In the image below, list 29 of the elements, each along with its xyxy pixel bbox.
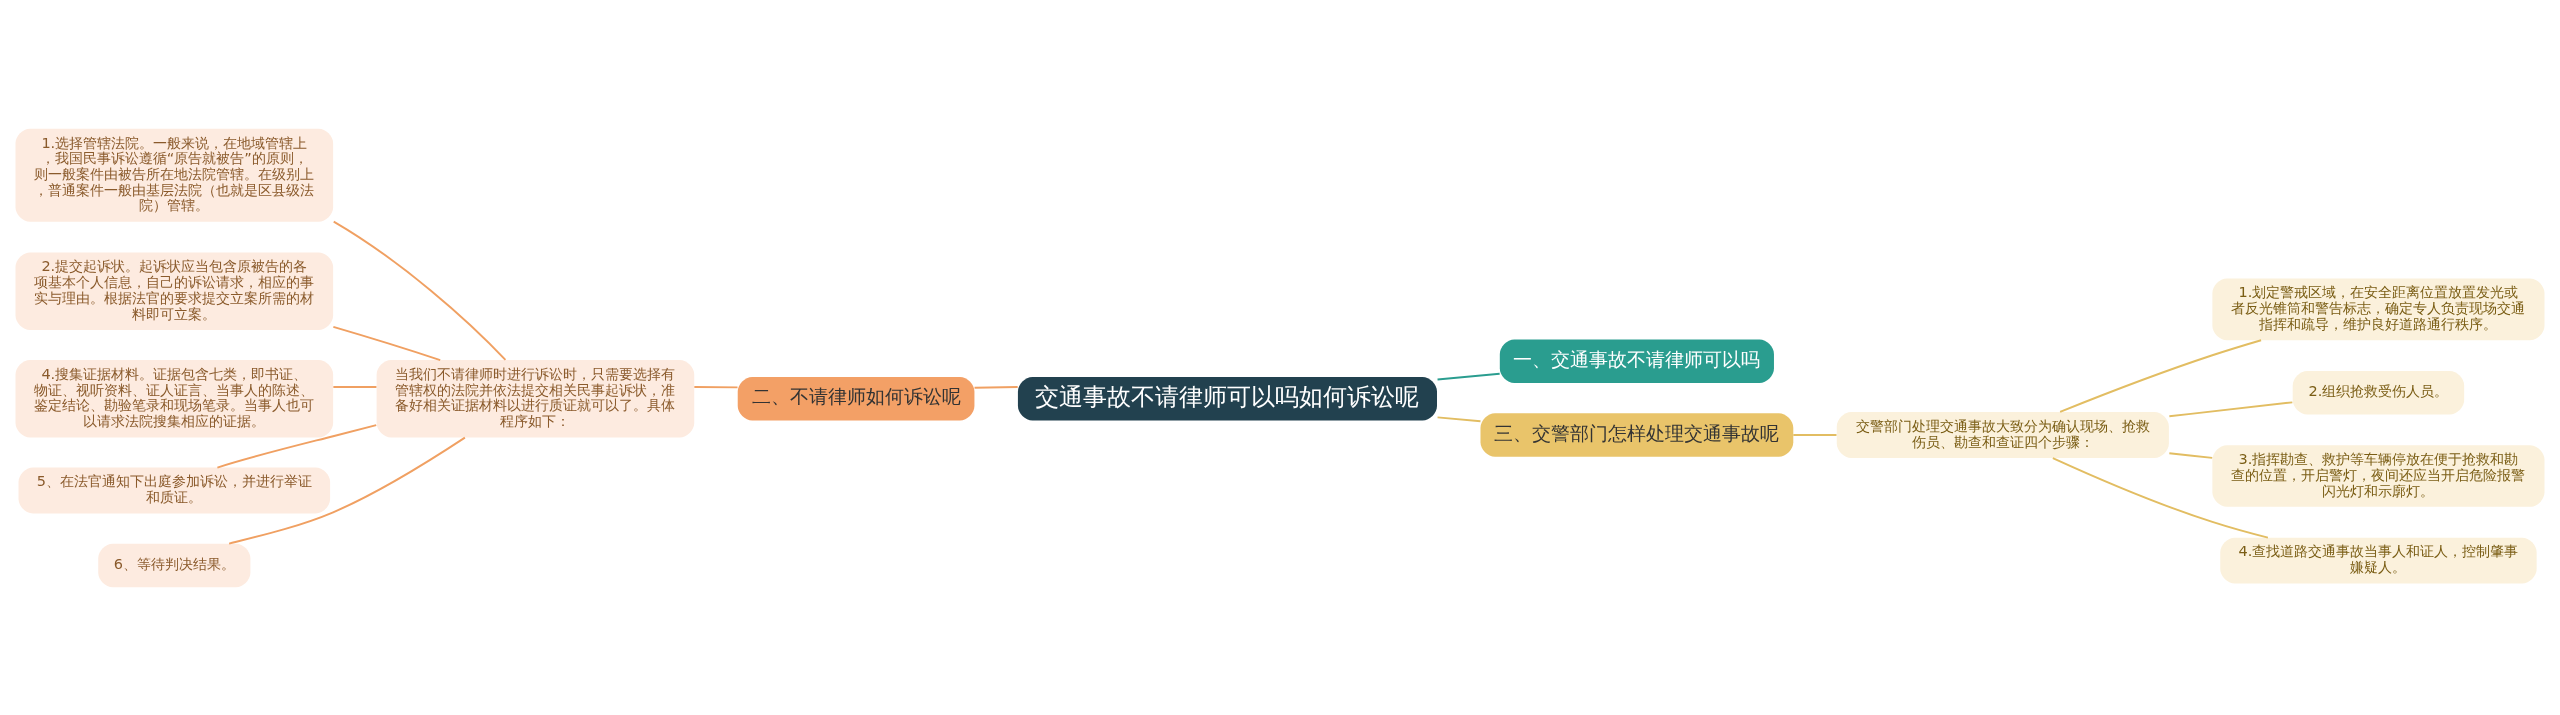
connector: [2059, 338, 2263, 413]
connector: [2051, 456, 2269, 539]
connector: [2168, 400, 2294, 417]
connector: [1436, 415, 1482, 422]
connector: [216, 423, 378, 469]
node-box: 5、在法官通知下出庭参加诉讼，并进行举证和质证。: [18, 467, 331, 513]
node-box: 当我们不请律师时进行诉讼时，只需要选择有管辖权的法院并依法提交相关民事起诉状，准备好相关证据材料以进行质证就可以了。具体程序如下：: [376, 359, 695, 437]
node-box: 3.指挥勘查、救护等车辆停放在便于抢救和勘查的位置，开启警灯，夜间还应当开启危险报警闪光灯和示廓灯。: [2212, 444, 2545, 507]
connector: [332, 325, 442, 361]
node-box: 1.划定警戒区域，在安全距离位置放置发光或者反光锥筒和警告标志，确定专人负责现场交通指挥和疏导，维护良好道路通行秩序。: [2212, 278, 2545, 340]
node-box: 三、交警部门怎样处理交通事故呢: [1480, 412, 1794, 457]
connector: [228, 436, 466, 545]
connector: [1792, 433, 1838, 436]
node-box: 2.组织抢救受伤人员。: [2292, 370, 2465, 414]
node-box: 交警部门处理交通事故大致分为确认现场、抢救伤员、勘查和查证四个步骤：: [1836, 411, 2169, 458]
node-box: 二、不请律师如何诉讼呢: [737, 376, 975, 420]
node-box: 4.查找道路交通事故当事人和证人，控制肇事嫌疑人。: [2220, 537, 2537, 584]
node-box: 交通事故不请律师可以吗如何诉讼呢: [1017, 376, 1437, 420]
connector: [2168, 451, 2214, 459]
connector: [1436, 372, 1501, 380]
connector: [693, 385, 739, 388]
node-box: 一、交通事故不请律师可以吗: [1499, 339, 1774, 383]
node-box: 6、等待判决结果。: [98, 543, 251, 587]
connector: [332, 385, 378, 388]
connector: [332, 220, 507, 361]
node-box: 4.搜集证据材料。证据包含七类，即书证、物证、视听资料、证人证言、当事人的陈述、鉴定结论、勘验笔录和现场笔录。当事人也可以请求法院搜集相应的证据。: [15, 359, 334, 437]
connector: [973, 385, 1019, 389]
node-box: 2.提交起诉状。起诉状应当包含原被告的各项基本个人信息，自己的诉讼请求，相应的事实与理由。根据法官的要求提交立案所需的材料即可立案。: [15, 252, 334, 330]
node-box: 1.选择管辖法院。一般来说，在地域管辖上，我国民事诉讼遵循“原告就被告”的原则，则一般案件由被告所在地法院管辖。在级别上，普通案件一般由基层法院（也就是区县级法院）管辖。: [15, 128, 334, 222]
